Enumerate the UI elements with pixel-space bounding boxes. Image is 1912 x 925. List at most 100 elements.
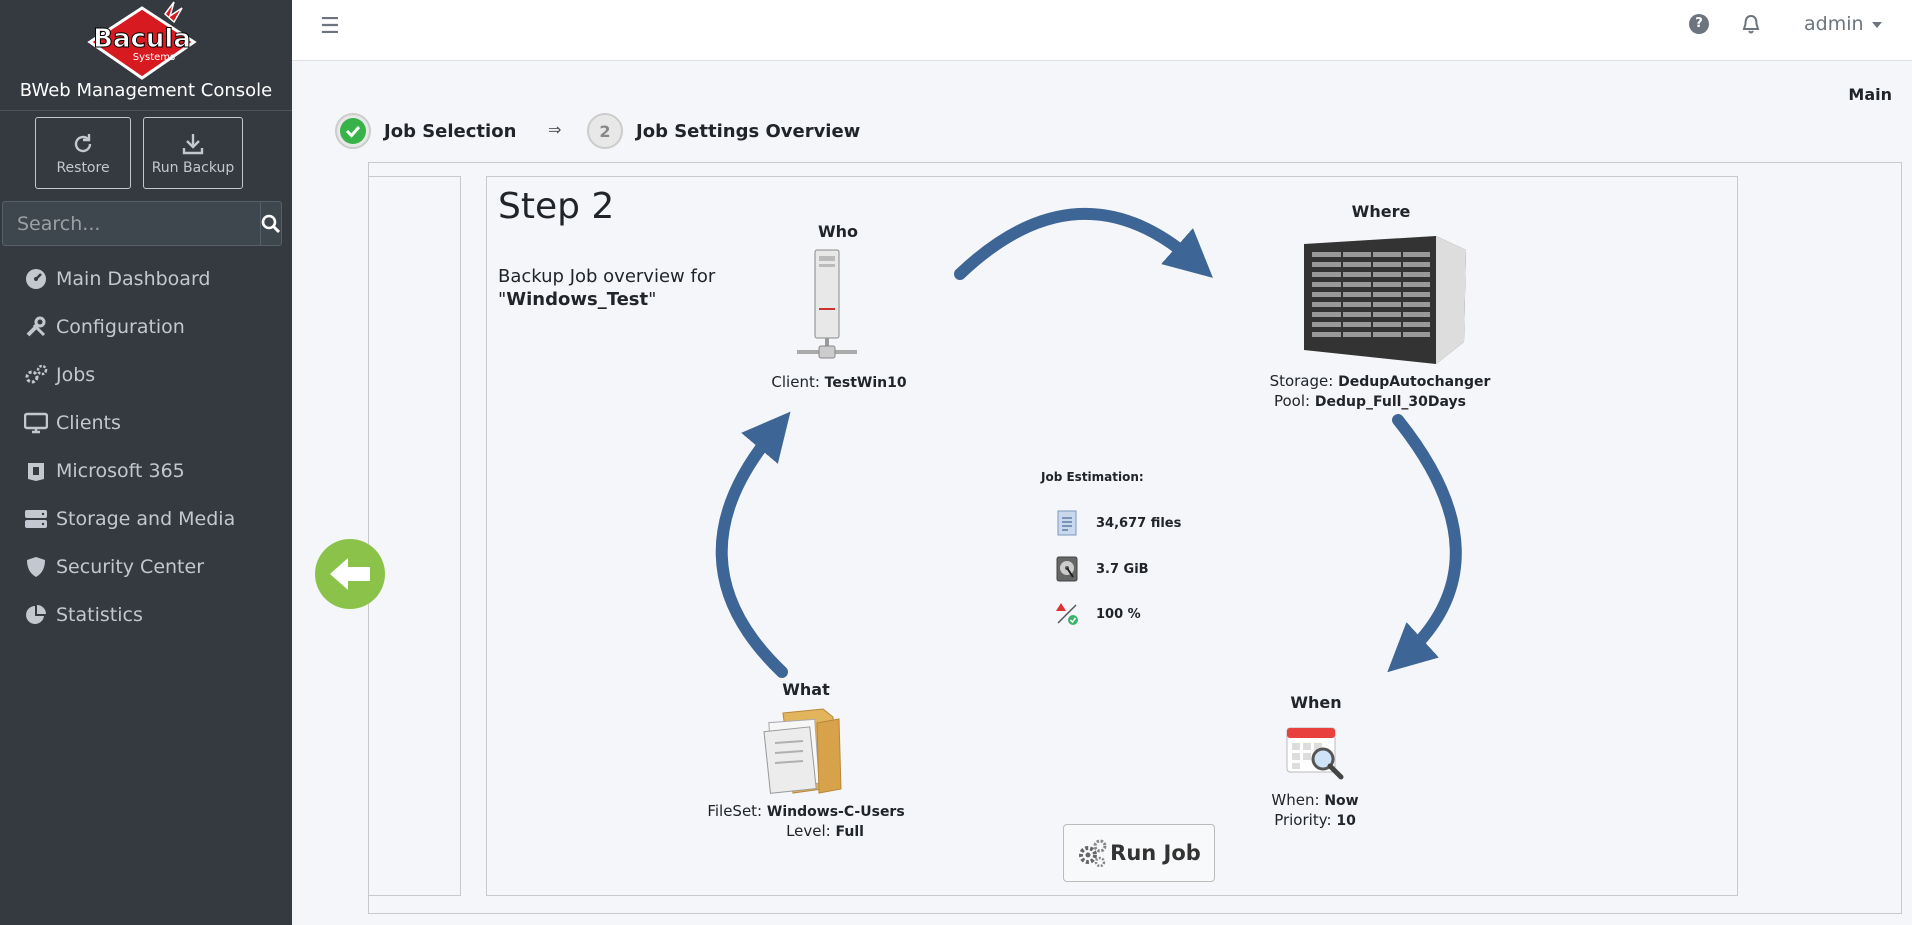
brand-divider xyxy=(0,110,292,111)
user-name: admin xyxy=(1804,13,1864,35)
storage-value: DedupAutochanger xyxy=(1338,374,1491,390)
sidebar-item-label: Clients xyxy=(56,412,121,434)
refresh-icon xyxy=(74,134,92,153)
when-info: When: Now xyxy=(1260,791,1370,809)
wizard-side-panel xyxy=(368,176,461,896)
overview-description: Backup Job overview for "Windows_Test" xyxy=(498,265,715,311)
pie-chart-icon xyxy=(24,603,48,627)
sidebar-item-label: Statistics xyxy=(56,604,143,626)
restore-label: Restore xyxy=(56,160,110,176)
breadcrumb[interactable]: Main xyxy=(1848,85,1892,104)
brand-title: BWeb Management Console xyxy=(19,80,273,101)
run-job-button[interactable]: Run Job xyxy=(1063,824,1215,882)
search-icon xyxy=(261,214,281,233)
sidebar-item-clients[interactable]: Clients xyxy=(0,399,292,447)
estimation-files: 34,677 files xyxy=(1054,509,1181,537)
step-number-badge: 2 xyxy=(587,113,623,149)
estimation-files-value: 34,677 files xyxy=(1096,515,1182,531)
estimation-size: 3.7 GiB xyxy=(1054,555,1149,583)
top-navbar: ☰ ? admin xyxy=(292,0,1912,61)
calendar-search-icon xyxy=(1285,724,1345,784)
quote-close: " xyxy=(648,289,657,310)
level-value: Full xyxy=(835,824,864,840)
storage-key: Storage: xyxy=(1269,372,1334,390)
sidebar-item-label: Security Center xyxy=(56,556,205,578)
overview-intro: Backup Job overview for xyxy=(498,266,716,287)
fileset-value: Windows-C-Users xyxy=(766,804,905,820)
when-label: When xyxy=(1290,693,1342,712)
sidebar-item-main-dashboard[interactable]: Main Dashboard xyxy=(0,255,292,303)
wizard-separator: ⇒ xyxy=(548,120,562,139)
check-icon xyxy=(345,126,361,138)
help-icon[interactable]: ? xyxy=(1689,14,1709,34)
priority-value: 10 xyxy=(1336,813,1356,829)
sidebar-search xyxy=(2,201,282,246)
job-estimation-title: Job Estimation: xyxy=(1041,470,1144,484)
sidebar-item-configuration[interactable]: Configuration xyxy=(0,303,292,351)
sidebar-nav: Main Dashboard Configuration Jobs Client… xyxy=(0,255,292,639)
gears-icon xyxy=(1079,839,1107,868)
priority-key: Priority: xyxy=(1274,811,1332,829)
sidebar-item-label: Microsoft 365 xyxy=(56,460,185,482)
accuracy-icon xyxy=(1056,603,1078,625)
pool-info: Pool: Dedup_Full_30Days xyxy=(1255,392,1485,410)
wizard-step-job-settings[interactable]: 2 Job Settings Overview xyxy=(587,113,860,149)
search-button[interactable] xyxy=(260,202,281,245)
pool-value: Dedup_Full_30Days xyxy=(1314,394,1466,410)
what-label: What xyxy=(782,680,830,699)
sidebar-item-microsoft-365[interactable]: Microsoft 365 xyxy=(0,447,292,495)
wizard-step-job-selection[interactable]: Job Selection xyxy=(335,113,516,149)
gears-icon xyxy=(24,363,48,387)
search-input[interactable] xyxy=(3,202,260,245)
client-value: TestWin10 xyxy=(824,375,907,391)
tools-icon xyxy=(24,315,48,339)
storage-server-icon xyxy=(1298,230,1466,368)
download-icon xyxy=(182,134,204,155)
sidebar-item-statistics[interactable]: Statistics xyxy=(0,591,292,639)
quote-open: " xyxy=(498,289,507,310)
job-name: Windows_Test xyxy=(506,289,649,310)
run-job-label: Run Job xyxy=(1110,841,1201,865)
fileset-key: FileSet: xyxy=(707,802,763,820)
client-key: Client: xyxy=(771,373,820,391)
wizard-step-label: Job Selection xyxy=(384,120,517,142)
wizard-step-label: Job Settings Overview xyxy=(636,120,861,142)
menu-toggle-icon[interactable]: ☰ xyxy=(320,14,340,39)
sidebar-item-label: Main Dashboard xyxy=(56,268,211,290)
step-title: Step 2 xyxy=(498,186,615,227)
priority-info: Priority: 10 xyxy=(1260,811,1370,829)
sidebar-item-storage-and-media[interactable]: Storage and Media xyxy=(0,495,292,543)
run-backup-label: Run Backup xyxy=(151,160,235,176)
sidebar-item-label: Configuration xyxy=(56,316,185,338)
step-complete-badge xyxy=(335,113,371,149)
storage-rack-svg xyxy=(1304,236,1466,364)
pool-key: Pool: xyxy=(1273,392,1311,410)
estimation-accuracy-value: 100 % xyxy=(1096,606,1141,622)
client-server-icon xyxy=(795,248,859,368)
monitor-icon xyxy=(24,411,48,435)
fileset-folder-icon xyxy=(763,707,843,799)
office-icon xyxy=(24,459,48,483)
sidebar-item-label: Storage and Media xyxy=(56,508,236,530)
sidebar-item-label: Jobs xyxy=(56,364,96,386)
fileset-info: FileSet: Windows-C-Users xyxy=(700,802,912,820)
run-backup-button[interactable]: Run Backup xyxy=(143,117,243,189)
chevron-down-icon xyxy=(1871,21,1882,28)
when-key: When: xyxy=(1271,791,1320,809)
user-menu[interactable]: admin xyxy=(1804,13,1882,35)
bell-icon[interactable] xyxy=(1742,14,1760,39)
storage-info: Storage: DedupAutochanger xyxy=(1255,372,1505,390)
back-button[interactable] xyxy=(315,539,385,609)
level-key: Level: xyxy=(786,822,831,840)
when-value: Now xyxy=(1324,793,1359,809)
shield-icon xyxy=(24,555,48,579)
document-icon xyxy=(1057,510,1077,536)
where-label: Where xyxy=(1351,202,1411,221)
sidebar-item-jobs[interactable]: Jobs xyxy=(0,351,292,399)
job-overview-panel xyxy=(486,176,1738,896)
bacula-logo[interactable]: Bacula Systems xyxy=(70,0,215,80)
restore-button[interactable]: Restore xyxy=(35,117,131,189)
dashboard-icon xyxy=(24,267,48,291)
sidebar-item-security-center[interactable]: Security Center xyxy=(0,543,292,591)
arrow-left-icon xyxy=(330,558,370,590)
